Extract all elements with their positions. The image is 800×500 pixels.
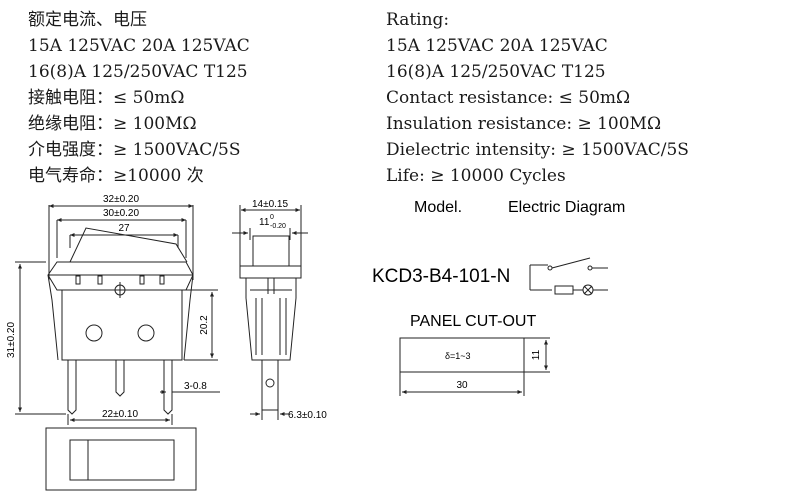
electric-diagram-header: Electric Diagram [508,199,626,216]
rocker-outline [69,227,188,263]
spec-en-rating: Rating: [386,10,450,30]
spec-cn-rating-1: 15A 125VAC 20A 125VAC [28,36,250,56]
side-rocker [252,235,290,267]
dim-terminal-width: 6.3±0.10 [288,410,327,421]
dim-terminal-gap: 3-0.8 [184,381,207,392]
front-body [61,289,183,361]
dim-side-tol-upper: 0 [270,214,274,221]
bottom-outer [45,427,197,491]
spec-cn-rating-2: 16(8)A 125/250VAC T125 [28,62,248,82]
spec-cn-rating: 额定电流、电压 [28,10,147,30]
dim-front-width-mid: 30±0.20 [103,208,140,219]
spec-en-life: Life: ≥ 10000 Cycles [386,166,566,186]
dim-side-width-inner: 11 [259,217,270,228]
spec-en-dielectric-intensity: Dielectric intensity: ≥ 1500VAC/5S [386,140,689,160]
dim-front-rocker: 27 [118,223,130,234]
dim-front-height-body: 20.2 [199,315,210,335]
terminal-right [163,360,173,415]
dim-front-height-total: 31±0.20 [6,322,17,359]
dim-side-width-outer: 14±0.15 [252,199,289,210]
terminal-mid [115,360,125,397]
switch-contact [551,257,591,269]
panel-cutout [399,337,550,396]
terminal-left [67,360,77,415]
model-header: Model. [414,199,463,216]
spec-en-rating-2: 16(8)A 125/250VAC T125 [386,62,606,82]
cutout-rect [399,337,525,373]
spec-cn-insulation-resistance: 绝缘电阻：≥ 100MΩ [28,114,197,134]
spec-en-insulation-resistance: Insulation resistance: ≥ 100MΩ [386,114,662,134]
side-bezel [239,265,302,279]
side-terminal [261,359,279,411]
dim-cutout-height: 11 [531,349,542,360]
front-view [15,204,220,425]
model-number: KCD3-B4-101-N [372,266,511,287]
spec-cn-life: 电气寿命：≥10000 次 [28,166,204,186]
panel-cutout-header: PANEL CUT-OUT [410,313,537,330]
dim-terminal-spacing: 22±0.10 [102,409,139,420]
dim-cutout-width: 30 [456,380,468,391]
dim-side-tol-lower: -0.20 [270,223,286,230]
spec-cn-contact-resistance: 接触电阻：≤ 50mΩ [28,88,185,108]
spec-en-contact-resistance: Contact resistance: ≤ 50mΩ [386,88,631,108]
spec-en-rating-1: 15A 125VAC 20A 125VAC [386,36,608,56]
front-hole-left [85,324,103,342]
bottom-view [45,427,197,491]
dim-cutout-thickness: δ=1~3 [445,351,471,361]
electric-diagram [529,257,608,296]
dim-front-width-outer: 32±0.20 [103,194,140,205]
resistor [554,285,574,295]
side-view [232,205,308,420]
front-hole-right [137,324,155,342]
spec-cn-dielectric-intensity: 介电强度：≥ 1500VAC/5S [28,140,241,160]
bottom-inner [69,439,175,481]
